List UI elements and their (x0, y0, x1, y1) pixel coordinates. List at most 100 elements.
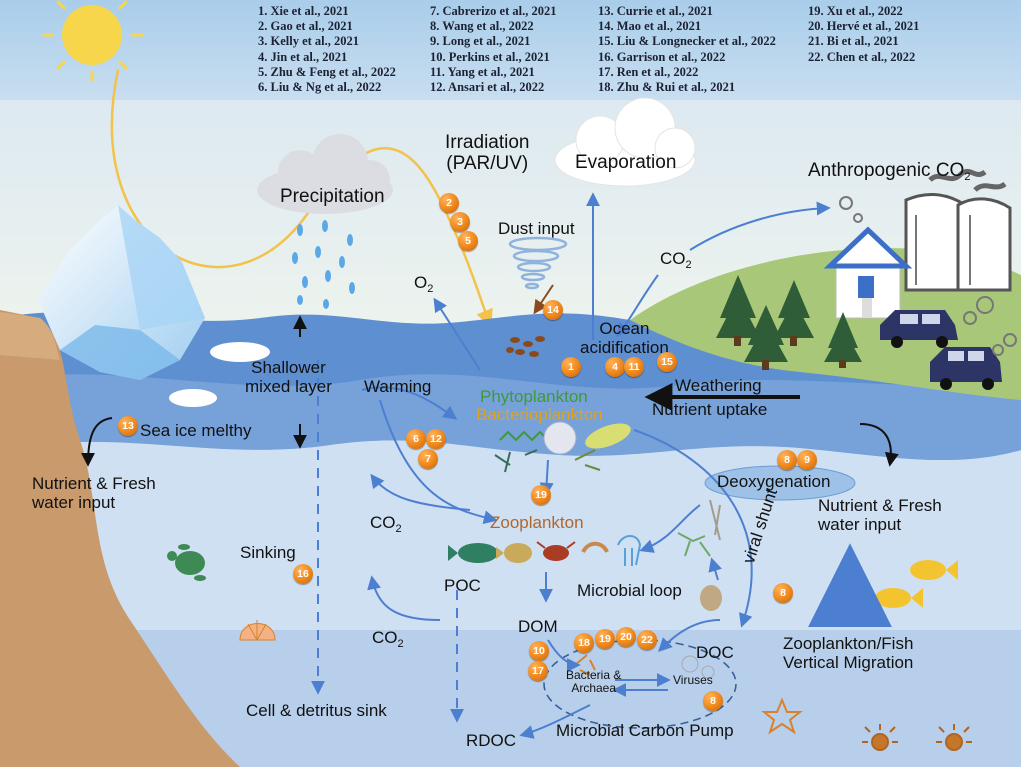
o2-arrow (433, 297, 481, 371)
respiration-co2-arrow (370, 473, 471, 511)
nutrient-right-arrow (859, 423, 899, 467)
microbial-loop-label: Microbial loop (577, 581, 682, 600)
citation-badge: 9 (797, 450, 817, 470)
sinking-label: Sinking (240, 543, 296, 562)
irradiation-label: Irradiation(PAR/UV) (445, 132, 530, 175)
reference-entry: 12. Ansari et al., 2022 (430, 80, 545, 94)
reference-entry: 20. Hervé et al., 2021 (808, 19, 920, 34)
factory-icon (904, 168, 1012, 292)
shell-icon (239, 620, 276, 641)
zooplankton-icons (448, 499, 722, 611)
reference-entry: 14. Mao et al., 2021 (598, 19, 702, 34)
citation-badge: 6 (406, 429, 426, 449)
citation-badge: 10 (529, 641, 549, 661)
citation-badge: 3 (450, 212, 470, 232)
citation-badge: 8 (703, 691, 723, 711)
reference-entry: 11. Yang et al., 2021 (430, 64, 535, 79)
reference-entry: 19. Xu et al., 2022 (808, 4, 903, 18)
citation-badge: 15 (657, 352, 677, 372)
weathering-label: Weathering (675, 376, 762, 395)
citation-badge: 19 (531, 485, 551, 505)
sea-ice-label: Sea ice melthy (140, 421, 252, 440)
phytoplankton-icons (494, 421, 631, 473)
warming-phyto-arrow (361, 386, 458, 420)
cell-detritus-sink-label: Cell & detritus sink (246, 701, 387, 720)
reference-entry: 3. Kelly et al., 2021 (258, 34, 360, 49)
precipitation-cloud-icon (257, 134, 393, 214)
reference-entry: 6. Liu & Ng et al., 2022 (258, 80, 382, 94)
reference-entry: 4. Jin et al., 2021 (258, 49, 348, 64)
rain-drops-icon (292, 220, 355, 309)
car-icon (880, 296, 994, 348)
reference-entry: 21. Bi et al., 2021 (808, 34, 899, 49)
poc-co2-arrow (367, 575, 441, 621)
zooplankton-label: Zooplankton (490, 513, 584, 532)
citation-badge: 20 (616, 627, 636, 647)
sky-band (0, 0, 1021, 100)
evaporation-cloud-icon (554, 97, 696, 187)
citation-badge: 16 (293, 564, 313, 584)
co2-poc-label: CO2 (372, 628, 404, 650)
reference-entry: 17. Ren et al., 2022 (598, 64, 699, 79)
citation-badge: 8 (773, 583, 793, 603)
citation-badge: 4 (605, 357, 625, 377)
ice-floe (169, 389, 217, 407)
o2-label: O2 (414, 273, 434, 295)
sun-icon (42, 0, 144, 82)
citation-badge: 5 (458, 231, 478, 251)
starfish-icon (761, 697, 803, 735)
reference-entry: 8. Wang et al., 2022 (430, 19, 534, 34)
reference-entry: 22. Chen et al., 2022 (808, 49, 916, 64)
microbial-carbon-pump-label: Microbial Carbon Pump (556, 721, 734, 740)
microbial-loop-arrow (639, 504, 701, 553)
viral-shunt-arrow (633, 429, 753, 628)
citation-badge: 18 (574, 633, 594, 653)
iceberg-icon (38, 205, 205, 380)
doc-label: DOC (696, 643, 734, 662)
bacteria-archaea-label: Bacteria &Archaea (566, 668, 622, 696)
turtle-icon (167, 544, 206, 581)
anthropogenic-co2-arrow (689, 201, 831, 251)
citation-badge: 13 (118, 416, 138, 436)
ice-floe (210, 342, 270, 362)
coastline (0, 310, 240, 767)
reference-entry: 5. Zhu & Feng et al., 2022 (258, 64, 396, 79)
evaporation-label: Evaporation (575, 152, 677, 173)
citation-badge: 19 (595, 629, 615, 649)
house-icon (823, 196, 913, 319)
citation-badge: 2 (439, 193, 459, 213)
citation-badge: 11 (624, 357, 644, 377)
car-icon (930, 333, 1017, 390)
citation-badge: 22 (637, 630, 657, 650)
reference-entry: 7. Cabrerizo et al., 2021 (430, 4, 557, 18)
dom-label: DOM (518, 617, 558, 636)
warming-label: Warming (364, 377, 432, 396)
dust-input-label: Dust input (498, 219, 575, 238)
co2-atm-label: CO2 (660, 249, 692, 271)
reference-entry: 2. Gao et al., 2021 (258, 19, 353, 34)
dust-particles (506, 336, 545, 357)
nutrient-left-arrow (81, 417, 113, 467)
reference-entry: 13. Currie et al., 2021 (598, 4, 713, 18)
deoxygenation-label: Deoxygenation (717, 472, 831, 491)
rdoc-label: RDOC (466, 731, 517, 750)
reference-entry: 1. Xie et al., 2021 (258, 4, 349, 18)
anthropogenic-co2-label: Anthropogenic CO2 (808, 160, 971, 183)
doc-mcp-arrow (658, 619, 721, 652)
mcp-rdoc-arrow (519, 704, 591, 739)
dust-tornado-icon (508, 236, 568, 290)
viruses-label: Viruses (673, 673, 713, 687)
citation-badge: 17 (528, 661, 548, 681)
warming-zoo-arrow (379, 399, 498, 525)
reference-entry: 16. Garrison et al., 2022 (598, 49, 726, 64)
reference-entry: 10. Perkins et al., 2021 (430, 49, 550, 64)
citation-badge: 14 (543, 300, 563, 320)
citation-badge: 12 (426, 429, 446, 449)
